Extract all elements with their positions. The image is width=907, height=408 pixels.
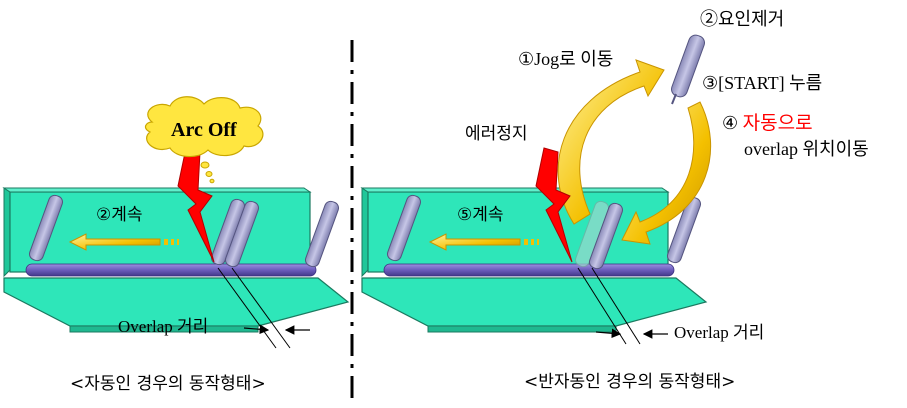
continue-arrow-right — [428, 233, 539, 251]
left-overlap-label: Overlap 거리 — [118, 317, 209, 336]
vertical-wall-right — [361, 187, 369, 278]
step4-red-text: 자동으로 — [742, 112, 813, 134]
step4-label: ④ 자동으로 — [722, 114, 813, 133]
weld-bead-right — [383, 263, 675, 277]
overlap-guide-2 — [231, 267, 291, 349]
step4-number: ④ — [722, 113, 739, 133]
left-caption: <자동인 경우의 동작형태> — [70, 374, 266, 394]
vertical-wall — [3, 187, 11, 278]
vertical-wall-top — [2, 187, 312, 193]
left-panel — [2, 96, 350, 349]
base-plate-right-front — [427, 325, 617, 333]
lightning-bolt-icon — [177, 147, 215, 263]
right-overlap-label: Overlap 거리 — [674, 323, 765, 342]
step1-label: ①Jog로 이동 — [518, 49, 614, 69]
lightning-bolt-icon-right — [535, 147, 573, 263]
right-continue-label: ⑤계속 — [457, 205, 504, 225]
torch-center-b — [224, 200, 260, 268]
torch-left — [28, 194, 64, 262]
right-caption: <반자동인 경우의 동작형태> — [524, 372, 736, 392]
weld-bead — [25, 263, 317, 277]
arc-off-cloud — [144, 96, 264, 184]
torch-right-panel-right — [666, 196, 702, 264]
arc-off-label: Arc Off — [171, 119, 237, 141]
step3-label: ③[START] 누름 — [702, 73, 823, 93]
base-plate-right — [361, 277, 708, 327]
overlap-guide-1 — [217, 267, 277, 349]
auto-curved-arrow — [621, 101, 712, 245]
step4-rest-label: overlap 위치이동 — [744, 139, 869, 159]
jog-curved-arrow — [557, 59, 665, 225]
error-stop-label: 에러정지 — [465, 124, 528, 144]
torch-right-panel-center — [588, 202, 624, 270]
overlap-arrow-r-in — [595, 328, 622, 339]
overlap-arrow-in — [243, 324, 270, 335]
left-continue-label: ②계속 — [96, 205, 143, 225]
base-plate-front — [69, 325, 259, 333]
overlap-guide-r2 — [591, 267, 641, 345]
continue-arrow — [68, 233, 179, 251]
torch-raised — [671, 34, 705, 105]
vertical-wall-right-top — [360, 187, 670, 193]
torch-right-panel-left — [386, 194, 422, 262]
torch-right — [304, 200, 340, 268]
step2-label: ②요인제거 — [700, 9, 785, 29]
right-panel — [360, 34, 712, 345]
vertical-wall-face — [9, 191, 311, 273]
